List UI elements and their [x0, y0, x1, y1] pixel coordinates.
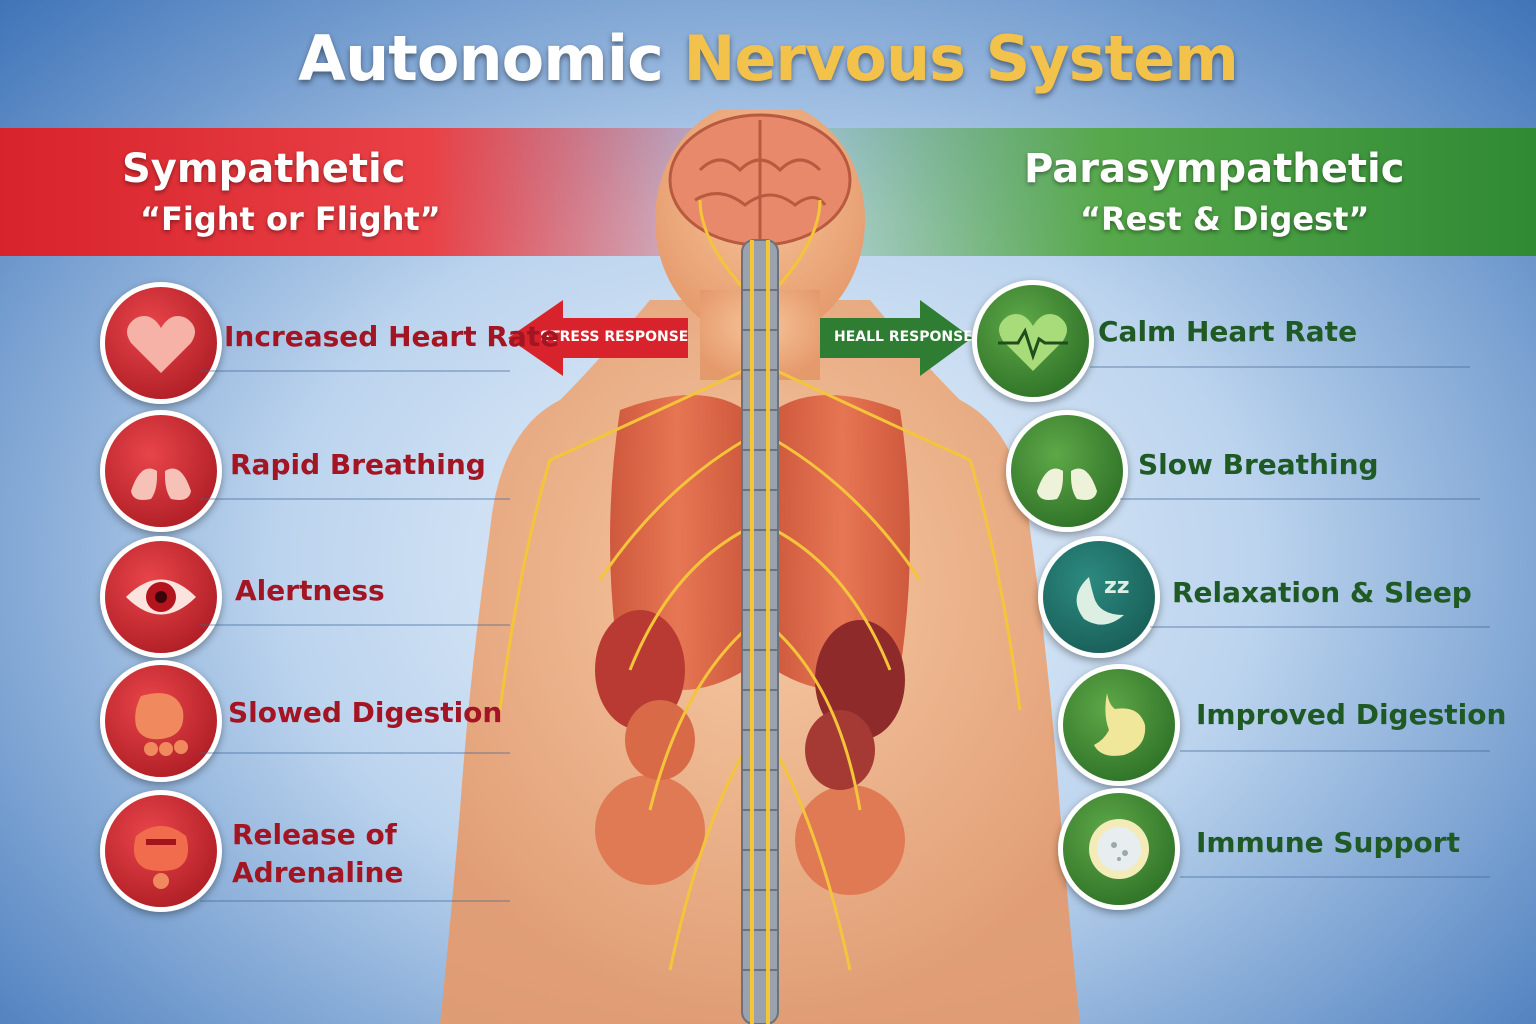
- kidney-left: [595, 610, 685, 730]
- item-label: Improved Digestion: [1196, 698, 1507, 731]
- intestine-left: [595, 775, 705, 885]
- stress-response-arrow: [508, 300, 688, 376]
- item-label: Slowed Digestion: [228, 696, 503, 729]
- diagram-title: Autonomic Nervous System: [0, 22, 1536, 95]
- heart-pulse-icon: [972, 280, 1094, 402]
- parasympathetic-subtitle: “Rest & Digest”: [1080, 200, 1370, 238]
- intestine-right: [795, 785, 905, 895]
- divider: [200, 624, 510, 626]
- item-label: Immune Support: [1196, 826, 1460, 859]
- item-label-line-2: Adrenaline: [232, 856, 404, 889]
- title-part-1: Autonomic: [298, 22, 664, 95]
- divider: [1090, 366, 1470, 368]
- divider: [200, 752, 510, 754]
- lungs-icon: [1006, 410, 1128, 532]
- item-label: Rapid Breathing: [230, 448, 486, 481]
- divider: [1180, 876, 1490, 878]
- parasympathetic-heading: Parasympathetic: [1024, 146, 1405, 192]
- heal-response-arrow: [820, 300, 972, 376]
- sympathetic-heading: Sympathetic: [122, 146, 406, 192]
- divider: [1180, 750, 1490, 752]
- heart-icon: [100, 282, 222, 404]
- item-label: Alertness: [235, 574, 385, 607]
- parasympathetic-header-band: [756, 128, 1536, 256]
- stress-response-label: STRESS RESPONSE: [540, 329, 689, 345]
- divider: [200, 900, 510, 902]
- nerve-network: [498, 199, 1022, 971]
- heal-response-label: HEALL RESPONSE: [834, 329, 973, 345]
- eye-icon: [100, 536, 222, 658]
- item-label: Relaxation & Sleep: [1172, 576, 1472, 609]
- divider: [200, 498, 510, 500]
- item-label: Slow Breathing: [1138, 448, 1379, 481]
- body-illustration: [440, 110, 1080, 1024]
- item-label: Calm Heart Rate: [1098, 315, 1358, 348]
- svg-text:zz: zz: [1104, 574, 1130, 599]
- sympathetic-header-band: [0, 128, 780, 256]
- stomach-icon: [100, 660, 222, 782]
- divider: [200, 370, 510, 372]
- adrenal-gland-icon: [100, 790, 222, 912]
- divider: [1120, 498, 1480, 500]
- item-label: Increased Heart Rate: [224, 320, 560, 353]
- lungs-icon: [100, 410, 222, 532]
- immune-cell-icon: [1058, 788, 1180, 910]
- sleep-zzz-icon: zz: [1038, 536, 1160, 658]
- divider: [1150, 626, 1490, 628]
- title-part-2: Nervous System: [683, 22, 1238, 95]
- item-label-line-1: Release of: [232, 818, 397, 851]
- sympathetic-subtitle: “Fight or Flight”: [140, 200, 441, 238]
- stomach-icon: [1058, 664, 1180, 786]
- spine: [741, 239, 779, 1024]
